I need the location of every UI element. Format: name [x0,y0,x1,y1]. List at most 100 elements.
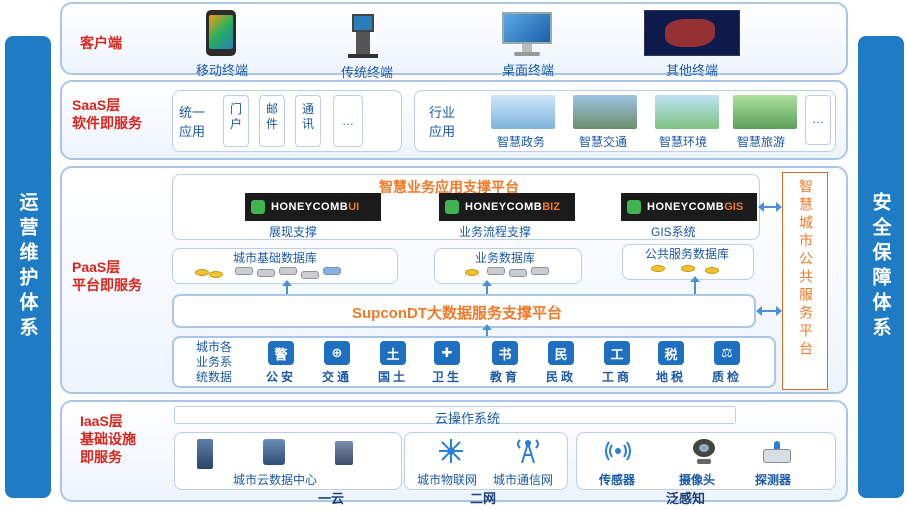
department-icon: ⊕ [324,341,350,365]
department-icon: 民 [548,341,574,365]
server-box-icon [263,439,285,465]
caption-presentation: 展现支撑 [269,225,318,239]
app-portal[interactable]: 门 户 [223,95,249,147]
label-detector: 探测器 [755,473,792,487]
paas-layer-title: PaaS层 平台即服务 [72,259,142,293]
app-more[interactable]: … [333,95,363,147]
unified-apps-label: 统一 应用 [179,105,206,139]
industry-apps-label: 行业 应用 [429,105,456,139]
security-assurance-bar: 安全保障体系 [858,36,904,498]
department-label: 交通 [321,370,352,384]
infra-group-cloud: 城市云数据中心 [174,432,402,490]
label-cloud-datacenter: 城市云数据中心 [233,473,318,487]
sensor-icon [605,437,631,465]
label-iot-network: 城市物联网 [417,473,478,487]
department-label: 质检 [711,370,742,384]
department-label: 国土 [377,370,408,384]
operations-maintenance-bar: 运营维护体系 [5,36,51,498]
department-label: 卫生 [431,370,462,384]
department-icon: 土 [380,341,406,365]
public-service-database: 公共服务数据库 [622,244,754,280]
client-layer-title: 客户端 [80,35,122,51]
smart-environment-image [655,95,719,129]
comm-network-icon [515,437,541,465]
department-icon: 书 [492,341,518,365]
department-icon: ✚ [434,341,460,365]
department-icon: ⚖ [714,341,740,365]
unified-apps-panel: 统一 应用 门 户 邮 件 通 讯 … [172,90,402,152]
caption-business-flow: 业务流程支撑 [459,225,532,239]
caption-gis: GIS系统 [651,225,696,239]
infra-group-networks: 城市物联网 城市通信网 [404,432,568,490]
city-systems-label: 城市各 业务系 统数据 [196,340,233,384]
industry-apps-panel: 行业 应用 智慧政务 智慧交通 智慧环境 智慧旅游 … [414,90,836,152]
department-label: 工商 [601,370,632,384]
smart-tourism-image [733,95,797,129]
iot-network-icon [437,437,465,465]
smartphone-icon [206,10,236,56]
caption-pan-sensing: 泛感知 [666,491,706,506]
infra-group-sensing: 传感器 摄像头 探测器 [576,432,836,490]
department-item[interactable]: ⊕ 交通 [312,341,362,385]
department-item[interactable]: ✚ 卫生 [422,341,472,385]
iaas-layer: IaaS层 基础设施 即服务 云操作系统 城市云数据中心 一云 城市物联网 城市… [60,400,848,506]
department-item[interactable]: 工工商 [592,341,642,385]
support-platform-title: 智慧业务应用支撑平台 [379,179,519,195]
terminal-label-mobile: 移动终端 [195,63,248,78]
terminal-label-traditional: 传统终端 [340,65,393,80]
monitor-icon [502,12,552,58]
label-sensor: 传感器 [599,473,636,487]
public-service-platform: 智慧城市公共服务平台 [782,172,828,390]
city-systems-panel: 城市各 业务系 统数据 警公安⊕交通土国土✚卫生书教育民民政工工商税地税⚖质检 [172,336,776,388]
label-comm-network: 城市通信网 [493,473,554,487]
server-rack-icon [197,439,213,469]
department-item[interactable]: 民民政 [536,341,586,385]
app-smart-tourism[interactable]: 智慧旅游 [737,135,786,149]
app-smart-environment[interactable]: 智慧环境 [659,135,708,149]
department-icon: 警 [268,341,294,365]
detector-icon [763,441,791,465]
department-label: 公安 [265,370,296,384]
department-label: 地税 [655,370,686,384]
department-item[interactable]: 税地税 [646,341,696,385]
kiosk-icon [346,14,386,58]
business-database: 业务数据库 [434,248,582,284]
storage-icon [335,441,353,465]
client-layer: 客户端 移动终端 传统终端 桌面终端 其他终端 [60,2,848,80]
saas-layer-title: SaaS层 软件即服务 [72,97,142,131]
saas-layer: SaaS层 软件即服务 统一 应用 门 户 邮 件 通 讯 … 行业 应用 智慧… [60,80,848,160]
caption-two-networks: 二网 [470,491,497,506]
app-smart-traffic[interactable]: 智慧交通 [579,135,628,149]
city-basic-database: 城市基础数据库 [172,248,398,284]
smart-traffic-image [573,95,637,129]
industry-more[interactable]: … [805,95,831,145]
department-icon: 工 [604,341,630,365]
app-mail[interactable]: 邮 件 [259,95,285,147]
arrow-bigdata-to-public [756,306,782,316]
bigdata-platform-bar: SupconDT大数据服务支撑平台 [172,294,756,328]
department-icon: 税 [658,341,684,365]
label-camera: 摄像头 [679,473,716,487]
bigdata-platform-title: SupconDT大数据服务支撑平台 [352,305,562,322]
iaas-layer-title: IaaS层 基础设施 即服务 [80,413,136,465]
department-item[interactable]: 土国土 [368,341,418,385]
operations-maintenance-label: 运营维护体系 [16,192,39,342]
security-assurance-label: 安全保障体系 [869,192,892,342]
camera-icon [689,439,719,465]
arrow-support-to-public [758,202,782,212]
department-item[interactable]: 警公安 [256,341,306,385]
department-label: 民政 [545,370,576,384]
app-messaging[interactable]: 通 讯 [295,95,321,147]
department-label: 教育 [489,370,520,384]
department-item[interactable]: ⚖ 质检 [702,341,752,385]
app-smart-government[interactable]: 智慧政务 [497,135,546,149]
video-wall-icon [644,10,740,56]
department-item[interactable]: 书教育 [480,341,530,385]
caption-one-cloud: 一云 [318,491,345,506]
terminal-label-desktop: 桌面终端 [501,63,554,78]
